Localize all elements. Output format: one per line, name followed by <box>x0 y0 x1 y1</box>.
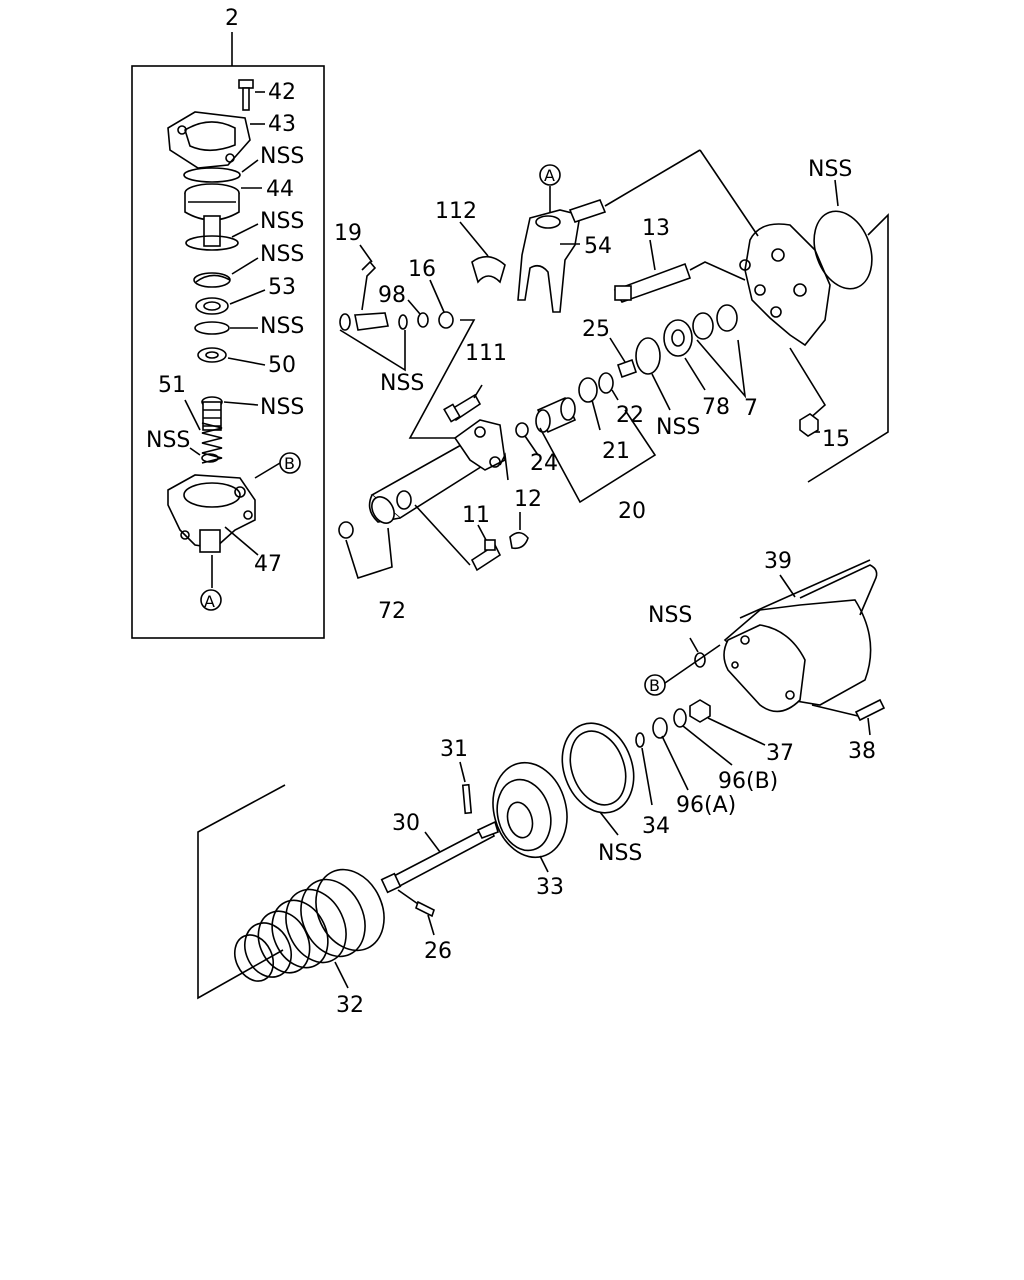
nss-label-1: NSS <box>260 144 304 169</box>
part-47-housing: 47 <box>167 474 282 588</box>
callout-20: 20 <box>618 499 646 524</box>
nss-parts-2: NSS NSS <box>185 209 304 288</box>
nss-label-3: NSS <box>260 242 304 267</box>
callout-19: 19 <box>334 221 362 246</box>
callout-16: 16 <box>408 257 436 282</box>
part-nss-seal: NSS <box>561 722 642 866</box>
part-13-sensor: 13 <box>613 216 746 303</box>
part-42-bolt: 42 <box>238 79 296 111</box>
part-11-12-group: 11 12 <box>414 487 542 572</box>
part-38-bolt: 38 <box>811 698 886 764</box>
callout-13: 13 <box>642 216 670 241</box>
callout-53: 53 <box>268 275 296 300</box>
part-37-96-34-group: 37 96(B) 96(A) 34 <box>635 699 794 839</box>
part-43-cover: 43 <box>167 111 296 169</box>
callout-38: 38 <box>848 739 876 764</box>
callout-30: 30 <box>392 811 420 836</box>
callout-96b: 96(B) <box>718 769 778 794</box>
callout-44: 44 <box>266 177 294 202</box>
part-39-housing: 39 <box>723 549 878 713</box>
callout-78: 78 <box>702 395 730 420</box>
nss-label-4: NSS <box>260 314 304 339</box>
callout-39: 39 <box>764 549 792 574</box>
callout-50: 50 <box>268 353 296 378</box>
callout-12: 12 <box>514 487 542 512</box>
callout-11: 11 <box>462 503 490 528</box>
callout-31: 31 <box>440 737 468 762</box>
callout-15: 15 <box>822 427 850 452</box>
callout-25: 25 <box>582 317 610 342</box>
ref-circle-a-1: A <box>200 589 222 611</box>
callout-2: 2 <box>225 6 239 31</box>
nss-label-5: NSS <box>260 395 304 420</box>
assembly-2-group: 2 <box>131 6 325 639</box>
ref-b-label-2: B <box>649 676 660 695</box>
callout-112: 112 <box>435 199 477 224</box>
ref-circle-b-1: B <box>254 452 301 479</box>
nss-label-2: NSS <box>260 209 304 234</box>
ref-a-label-2: A <box>544 166 555 185</box>
assembly-box <box>131 65 325 639</box>
callout-37: 37 <box>766 741 794 766</box>
lower-left-bracket <box>197 784 286 1000</box>
callout-42: 42 <box>268 80 296 105</box>
callout-32: 32 <box>336 993 364 1018</box>
part-111-bolt: 111 <box>443 341 507 423</box>
ref-a-label-1: A <box>204 592 215 611</box>
callout-47: 47 <box>254 552 282 577</box>
callout-51: 51 <box>158 373 186 398</box>
ref-circle-b-2: NSS B <box>644 603 721 696</box>
part-20-plunger-group: 25 22 21 24 20 <box>515 317 657 524</box>
nss-label-9: NSS <box>656 415 700 440</box>
part-30-shaft: 30 <box>380 811 499 894</box>
part-33-piston: 33 <box>492 761 568 900</box>
callout-72: 72 <box>378 599 406 624</box>
part-7-78-group: 7 78 NSS 15 <box>635 304 850 452</box>
part-50-washer: 50 <box>197 347 296 378</box>
part-26-pin: 26 <box>397 889 452 964</box>
part-98-16-group: 98 16 NSS <box>339 257 476 439</box>
nss-label-11: NSS <box>598 841 642 866</box>
part-housing-flange: NSS <box>699 149 889 483</box>
ref-b-label-1: B <box>284 454 295 473</box>
part-valve-spring: NSS 51 NSS <box>146 373 304 464</box>
nss-gasket-1: NSS <box>183 144 304 183</box>
part-19-pin: 19 <box>334 221 377 311</box>
part-main-cylinder: 72 <box>338 419 509 624</box>
nss-label-6: NSS <box>146 428 190 453</box>
callout-96a: 96(A) <box>676 793 736 818</box>
callout-21: 21 <box>602 439 630 464</box>
nss-label-8: NSS <box>808 157 852 182</box>
callout-54: 54 <box>584 234 612 259</box>
callout-111: 111 <box>465 341 507 366</box>
part-44-piston: 44 <box>184 177 294 247</box>
callout-34: 34 <box>642 814 670 839</box>
nss-label-10: NSS <box>648 603 692 628</box>
callout-33: 33 <box>536 875 564 900</box>
callout-26: 26 <box>424 939 452 964</box>
part-31-pin: 31 <box>440 737 473 815</box>
part-54-fork: 54 A <box>517 149 701 313</box>
callout-98: 98 <box>378 283 406 308</box>
callout-7: 7 <box>744 396 758 421</box>
callout-24: 24 <box>530 451 558 476</box>
part-53-ring: 53 NSS <box>194 275 304 339</box>
nss-label-7: NSS <box>380 371 424 396</box>
part-112-clip: 112 <box>435 199 506 284</box>
callout-43: 43 <box>268 112 296 137</box>
callout-22: 22 <box>616 403 644 428</box>
part-32-springs: 32 <box>233 868 385 1018</box>
